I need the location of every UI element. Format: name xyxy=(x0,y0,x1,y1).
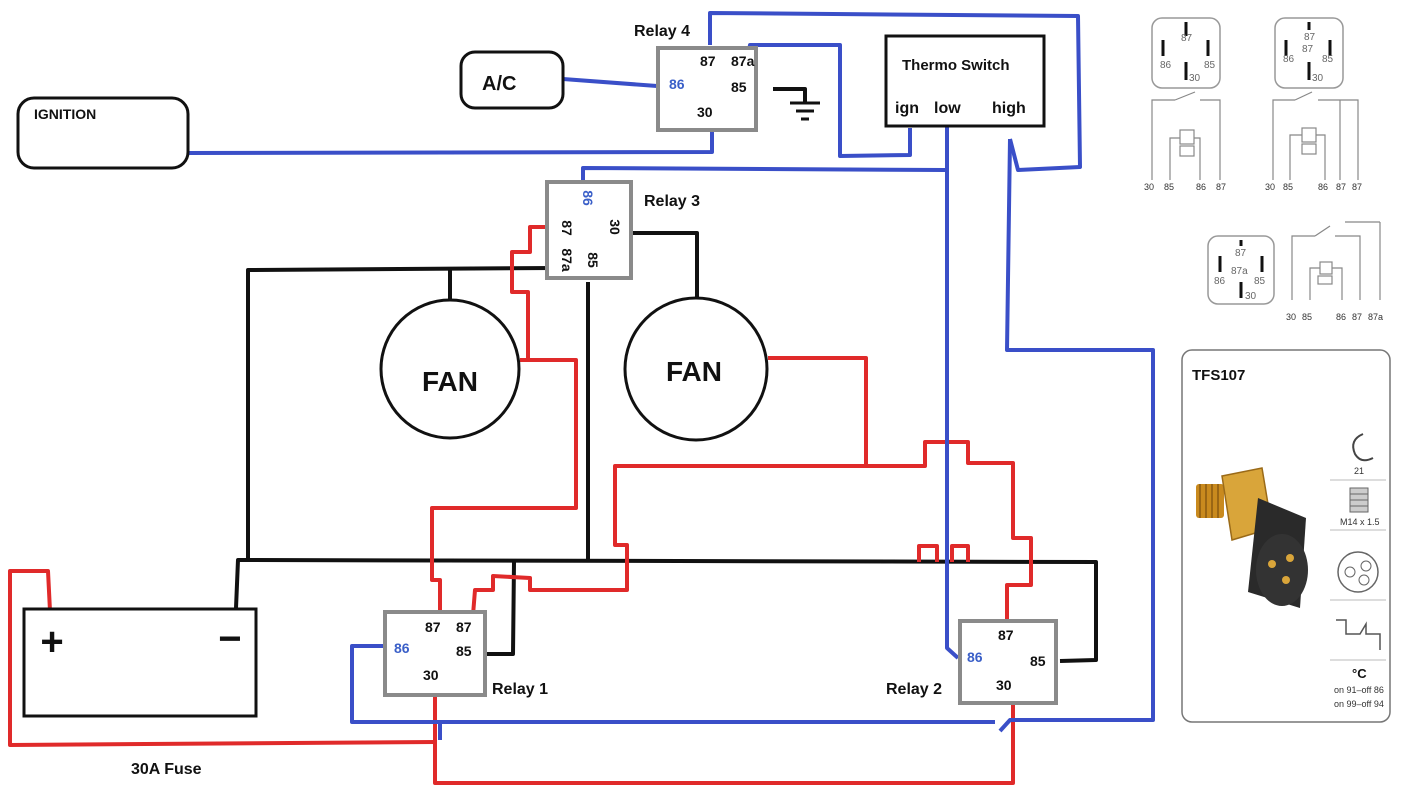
ref-b-pin-2: 85 xyxy=(1283,182,1293,192)
relay3-pin-30: 30 xyxy=(607,219,623,235)
ref-b-pin-1: 30 xyxy=(1265,182,1275,192)
relay4-name: Relay 4 xyxy=(634,23,690,40)
sensor-spec1: 21 xyxy=(1354,466,1364,476)
ref-c-bottom: 30 xyxy=(1245,291,1257,302)
switch-symbol-icon xyxy=(1336,619,1381,650)
relay1-pin-87a: 87 xyxy=(425,619,441,635)
relay-1: 87 87 86 85 30 xyxy=(383,610,487,697)
ref-a-pin-2: 85 xyxy=(1164,182,1174,192)
thermo-pin-low: low xyxy=(934,100,961,117)
ref-b-bottom: 30 xyxy=(1312,73,1324,84)
ref-b-right: 85 xyxy=(1322,54,1334,65)
ref-a-top: 87 xyxy=(1181,33,1193,44)
ref-b-left: 86 xyxy=(1283,54,1295,65)
ref-a-left: 86 xyxy=(1160,60,1172,71)
fan-left: FAN xyxy=(379,298,521,440)
black-wires xyxy=(234,87,1098,663)
sensor-range2: on 99–off 94 xyxy=(1334,699,1384,709)
fan-right: FAN xyxy=(623,296,769,442)
relay3-name: Relay 3 xyxy=(644,193,700,210)
sensor-card: TFS107 21 xyxy=(1181,349,1391,723)
sensor-unit: °C xyxy=(1352,666,1367,681)
fan-left-label: FAN xyxy=(422,366,478,397)
relay1-pin-30: 30 xyxy=(423,667,439,683)
relay1-pin-86: 86 xyxy=(394,640,410,656)
relay2-pin-86: 86 xyxy=(967,649,983,665)
ref-c-right: 85 xyxy=(1254,276,1266,287)
ref-c-top: 87 xyxy=(1235,248,1247,259)
sensor-title: TFS107 xyxy=(1192,367,1245,384)
relay-4: 87 87a 86 85 30 xyxy=(656,46,758,132)
thermo-pin-ign: ign xyxy=(895,100,919,117)
relay3-pin-86: 86 xyxy=(580,190,596,206)
ref-c-pin-1: 30 xyxy=(1286,312,1296,322)
thermo-pin-high: high xyxy=(992,100,1026,117)
relay4-pin-87a: 87a xyxy=(731,53,755,69)
sensor-spec2: M14 x 1.5 xyxy=(1340,517,1380,527)
ref-c-pin-3: 86 xyxy=(1336,312,1346,322)
reference-relay-b: 87 87 86 85 30 30 85 86 87 87 xyxy=(1265,17,1362,192)
relay1-pin-85: 85 xyxy=(456,643,472,659)
ref-b-top2: 87 xyxy=(1302,44,1314,55)
thermo-switch-label: Thermo Switch xyxy=(902,57,1010,74)
relay2-pin-30: 30 xyxy=(996,677,1012,693)
fan-right-label: FAN xyxy=(666,356,722,387)
reference-relay-c: 87 87a 86 85 30 30 85 86 87 87a xyxy=(1207,221,1383,322)
relay-3: 86 87 87a 30 85 xyxy=(545,180,633,280)
ac-label: A/C xyxy=(482,73,516,95)
ref-c-left: 86 xyxy=(1214,276,1226,287)
ref-c-pin-2: 85 xyxy=(1302,312,1312,322)
sensor-image xyxy=(1196,467,1308,608)
ref-c-mid: 87a xyxy=(1231,266,1248,277)
reference-relay-a: 87 86 85 30 30 85 86 87 xyxy=(1144,17,1226,192)
thermo-switch: Thermo Switch ign low high xyxy=(884,34,1046,128)
ref-b-pin-4: 87 xyxy=(1336,182,1346,192)
sensor-range1: on 91–off 86 xyxy=(1334,685,1384,695)
ref-a-right: 85 xyxy=(1204,60,1216,71)
relay2-pin-87: 87 xyxy=(998,627,1014,643)
battery: + − xyxy=(22,607,258,718)
ref-b-top: 87 xyxy=(1304,32,1316,43)
battery-plus-label: + xyxy=(40,620,63,664)
relay4-pin-87: 87 xyxy=(700,53,716,69)
ref-a-bottom: 30 xyxy=(1189,73,1201,84)
relay1-pin-87b: 87 xyxy=(456,619,472,635)
relay3-pin-85: 85 xyxy=(585,252,601,268)
relay1-name: Relay 1 xyxy=(492,681,548,698)
ignition-label: IGNITION xyxy=(34,106,96,122)
ref-b-pin-3: 86 xyxy=(1318,182,1328,192)
ref-a-pin-3: 86 xyxy=(1196,182,1206,192)
sensor-spec-column: 21 M14 x 1.5 °C on 91–off 86 on 99–off 9… xyxy=(1330,433,1386,709)
ref-b-pin-5: 87 xyxy=(1352,182,1362,192)
battery-minus-label: − xyxy=(218,617,241,661)
relay4-pin-86: 86 xyxy=(669,76,685,92)
ref-a-pin-4: 87 xyxy=(1216,182,1226,192)
ignition-box: IGNITION xyxy=(16,96,190,170)
relay4-pin-30: 30 xyxy=(697,104,713,120)
relay2-pin-85: 85 xyxy=(1030,653,1046,669)
ref-a-pin-1: 30 xyxy=(1144,182,1154,192)
wrench-icon xyxy=(1352,433,1374,462)
relay4-pin-85: 85 xyxy=(731,79,747,95)
red-wires xyxy=(8,225,1033,785)
relay2-name: Relay 2 xyxy=(886,681,942,698)
connector-icon xyxy=(1337,551,1379,593)
fuse-label: 30A Fuse xyxy=(131,761,202,778)
ref-c-pin-4: 87 xyxy=(1352,312,1362,322)
relay3-pin-87a: 87a xyxy=(559,248,575,272)
ac-box: A/C xyxy=(459,50,565,110)
relay3-pin-87: 87 xyxy=(559,220,575,236)
blue-wires xyxy=(187,11,1155,740)
relay-2: 87 86 85 30 xyxy=(958,619,1058,705)
ref-c-pin-5: 87a xyxy=(1368,312,1383,322)
